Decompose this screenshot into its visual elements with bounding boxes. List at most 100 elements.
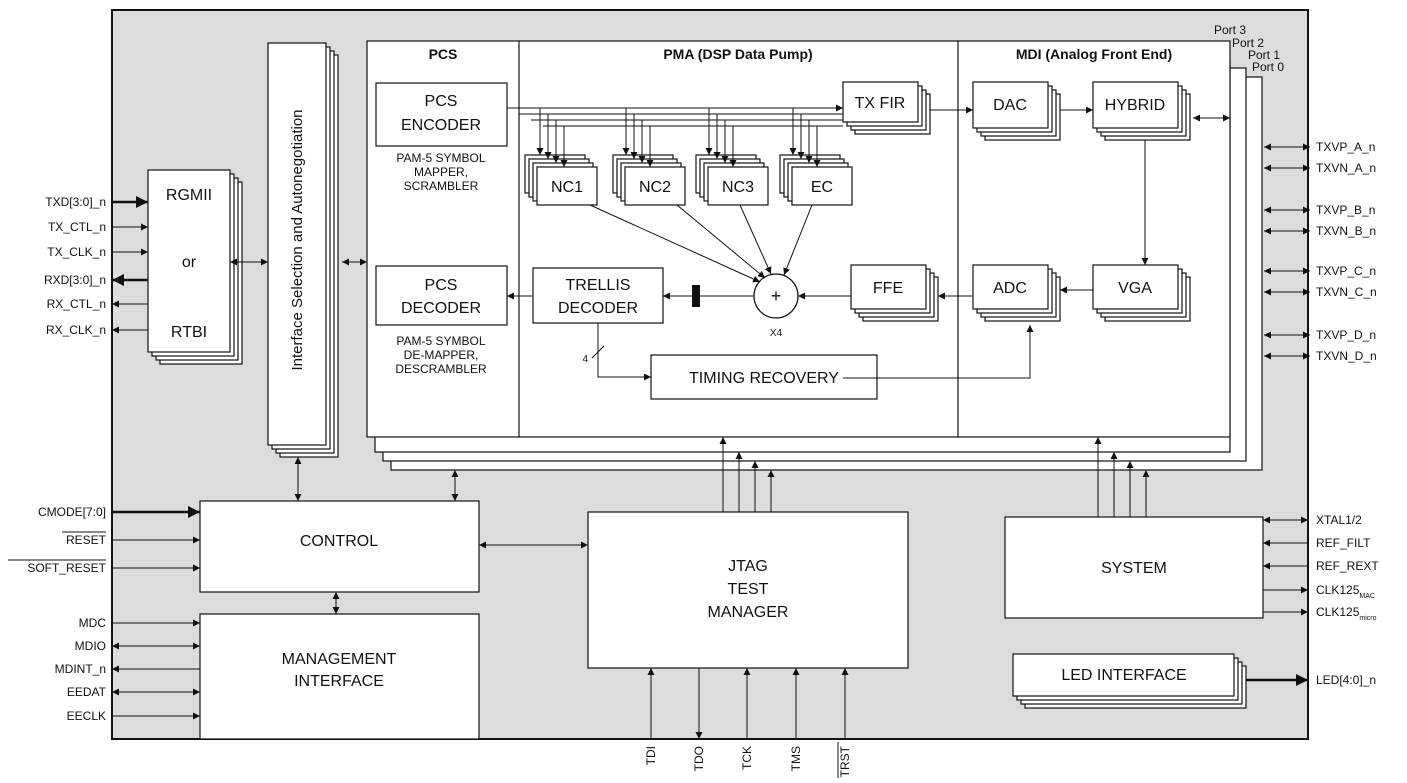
pin-clk125-mac: CLK125MAC bbox=[1316, 583, 1375, 600]
mdi-signal-arrows bbox=[930, 106, 1230, 300]
adc-block bbox=[972, 264, 1061, 322]
hybrid-block bbox=[1092, 81, 1191, 141]
jtag-label-1: JTAG bbox=[728, 558, 768, 575]
system-label: SYSTEM bbox=[1101, 560, 1167, 577]
pin-txvp-a: TXVP_A_n bbox=[1316, 140, 1375, 154]
management-label-1: MANAGEMENT bbox=[282, 651, 397, 668]
nc3-label: NC3 bbox=[722, 179, 754, 196]
pin-soft-reset: SOFT_RESET bbox=[27, 561, 106, 575]
system-pin-arrows bbox=[1263, 516, 1308, 616]
management-block bbox=[199, 613, 480, 740]
pcs-decoder-label-1: PCS bbox=[425, 277, 458, 294]
pcs-encoder-label-1: PCS bbox=[425, 93, 458, 110]
pin-txvp-b: TXVP_B_n bbox=[1316, 203, 1375, 217]
pin-trst: TRST bbox=[838, 745, 852, 777]
pin-xtal: XTAL1/2 bbox=[1316, 513, 1362, 527]
led-interface-label: LED INTERFACE bbox=[1061, 667, 1186, 684]
ffe-block bbox=[850, 264, 939, 322]
pcs-decoder-block bbox=[375, 265, 508, 326]
sum-note: X4 bbox=[770, 328, 783, 339]
ffe-label: FFE bbox=[873, 280, 903, 297]
vga-label: VGA bbox=[1118, 280, 1152, 297]
jtag-label-2: TEST bbox=[728, 581, 769, 598]
pin-clk125-micro: CLK125micro bbox=[1316, 605, 1377, 622]
rgmii-pin-arrows bbox=[112, 196, 148, 334]
interface-selection-block bbox=[267, 42, 339, 458]
sum-symbol: + bbox=[771, 286, 782, 306]
pin-mdio: MDIO bbox=[75, 639, 106, 653]
pin-eeclk: EECLK bbox=[67, 709, 106, 723]
pin-tdo: TDO bbox=[692, 746, 706, 771]
control-label: CONTROL bbox=[300, 533, 378, 550]
jtag-block bbox=[587, 511, 909, 669]
pin-tdi: TDI bbox=[644, 746, 658, 765]
timing-recovery-label: TIMING RECOVERY bbox=[689, 370, 839, 387]
mdi-pin-arrows bbox=[1264, 143, 1310, 360]
port-label-3: Port 3 bbox=[1214, 23, 1246, 37]
timing-recovery-block bbox=[650, 354, 878, 400]
rgmii-block bbox=[147, 169, 243, 365]
pin-txvp-c: TXVP_C_n bbox=[1316, 264, 1376, 278]
trellis-label-2: DECODER bbox=[558, 300, 638, 317]
nc1-label: NC1 bbox=[551, 179, 583, 196]
encoder-bus bbox=[507, 104, 843, 167]
system-block bbox=[1004, 516, 1264, 619]
adc-label: ADC bbox=[993, 280, 1027, 297]
control-pin-arrows bbox=[112, 506, 200, 572]
port-label-2: Port 2 bbox=[1232, 36, 1264, 50]
trellis-label-1: TRELLIS bbox=[566, 277, 631, 294]
pin-reset: RESET bbox=[66, 533, 107, 547]
tx-fir-label: TX FIR bbox=[855, 95, 906, 112]
pin-mdc: MDC bbox=[79, 616, 107, 630]
bus-slash bbox=[591, 345, 605, 359]
trellis-to-timing-arrow bbox=[597, 323, 651, 381]
bus-width-label: 4 bbox=[582, 354, 588, 365]
pcs-encoder-note-1: PAM-5 SYMBOL bbox=[396, 151, 485, 165]
led-interface-block bbox=[1012, 653, 1247, 709]
rgmii-label-3: RTBI bbox=[171, 324, 207, 341]
rgmii-label-2: or bbox=[182, 254, 197, 271]
pin-tx-ctl: TX_CTL_n bbox=[48, 220, 106, 234]
pcs-encoder-label-2: ENCODER bbox=[401, 117, 481, 134]
pin-eedat: EEDAT bbox=[67, 685, 107, 699]
pcs-decoder-label-2: DECODER bbox=[401, 300, 481, 317]
tx-fir-block bbox=[842, 81, 931, 135]
pin-txvn-d: TXVN_D_n bbox=[1316, 349, 1377, 363]
management-label-2: INTERFACE bbox=[294, 673, 384, 690]
management-pin-arrows bbox=[112, 619, 200, 720]
pin-led: LED[4:0]_n bbox=[1316, 673, 1376, 687]
port-label-1: Port 1 bbox=[1248, 48, 1280, 62]
pin-mdint: MDINT_n bbox=[55, 662, 106, 676]
pin-tms: TMS bbox=[789, 746, 803, 771]
hybrid-label: HYBRID bbox=[1105, 97, 1165, 114]
dac-block bbox=[972, 81, 1061, 141]
section-pma: PMA (DSP Data Pump) bbox=[663, 46, 812, 62]
interface-selection-label: Interface Selection and Autonegotiation bbox=[289, 109, 306, 370]
pcs-encoder-note-3: SCRAMBLER bbox=[404, 179, 479, 193]
timing-to-adc-arrow bbox=[843, 325, 1034, 379]
pcs-decoder-note-3: DESCRAMBLER bbox=[395, 362, 487, 376]
pcs-encoder-block bbox=[375, 82, 508, 147]
jtag-label-3: MANAGER bbox=[708, 604, 789, 621]
nc2-block bbox=[612, 154, 686, 206]
section-pcs: PCS bbox=[429, 46, 458, 62]
pcs-decoder-note-1: PAM-5 SYMBOL bbox=[396, 334, 485, 348]
pin-cmode: CMODE[7:0] bbox=[38, 505, 106, 519]
port-label-0: Port 0 bbox=[1252, 60, 1284, 74]
vga-block bbox=[1092, 264, 1191, 322]
control-block bbox=[199, 500, 480, 593]
jtag-pin-arrows bbox=[647, 668, 849, 739]
pcs-encoder-note-2: MAPPER, bbox=[414, 165, 468, 179]
pin-txvn-b: TXVN_B_n bbox=[1316, 224, 1376, 238]
rgmii-label-1: RGMII bbox=[166, 187, 212, 204]
pin-txvn-a: TXVN_A_n bbox=[1316, 161, 1376, 175]
pin-tx-clk: TX_CLK_n bbox=[47, 245, 106, 259]
internal-connections bbox=[230, 258, 1150, 614]
slicer-bar bbox=[692, 285, 700, 307]
pin-tck: TCK bbox=[740, 746, 754, 770]
ec-label: EC bbox=[811, 179, 833, 196]
pin-txd: TXD[3:0]_n bbox=[45, 195, 106, 209]
canceller-to-sum-arrows bbox=[589, 204, 813, 283]
nc2-label: NC2 bbox=[639, 179, 671, 196]
